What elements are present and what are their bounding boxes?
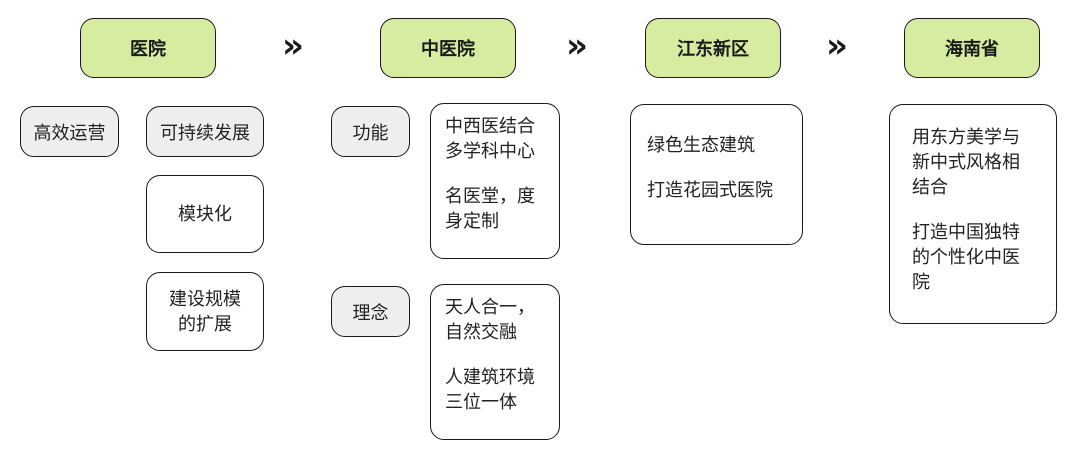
modular-card: 模块化 <box>146 175 264 253</box>
jiangdong-item: 绿色生态建筑 <box>647 135 755 156</box>
stage-header-hospital: 医院 <box>80 18 216 78</box>
hainan-card: 用东方美学与 新中式风格相 结合 打造中国独特 的个性化中医 院 <box>889 104 1057 324</box>
sustainable-development-pill: 可持续发展 <box>146 106 264 157</box>
function-card: 中西医结合 多学科中心 名医堂，度 身定制 <box>430 103 560 259</box>
jiangdong-item: 打造花园式医院 <box>647 180 773 201</box>
scale-expansion-text: 建设规模 的扩展 <box>169 288 241 335</box>
arrow-icon: » <box>282 26 304 66</box>
function-item: 中西医结合 多学科中心 <box>445 116 535 162</box>
stage-header-tcm-hospital: 中医院 <box>380 18 516 78</box>
modular-text: 模块化 <box>178 203 232 225</box>
hainan-item: 用东方美学与 新中式风格相 结合 <box>912 127 1020 198</box>
hainan-item: 打造中国独特 的个性化中医 院 <box>912 222 1020 293</box>
arrow-icon: » <box>566 26 588 66</box>
concept-pill: 理念 <box>331 286 410 337</box>
arrow-icon: » <box>826 26 848 66</box>
efficient-operation-pill: 高效运营 <box>20 106 119 157</box>
concept-item: 人建筑环境 三位一体 <box>445 367 535 413</box>
function-item: 名医堂，度 身定制 <box>445 186 535 232</box>
jiangdong-card: 绿色生态建筑 打造花园式医院 <box>630 104 803 245</box>
concept-item: 天人合一， 自然交融 <box>445 297 535 343</box>
stage-header-hainan: 海南省 <box>904 18 1040 78</box>
stage-header-jiangdong: 江东新区 <box>645 18 781 78</box>
function-pill: 功能 <box>331 106 410 157</box>
scale-expansion-card: 建设规模 的扩展 <box>146 272 264 351</box>
concept-card: 天人合一， 自然交融 人建筑环境 三位一体 <box>430 284 560 440</box>
